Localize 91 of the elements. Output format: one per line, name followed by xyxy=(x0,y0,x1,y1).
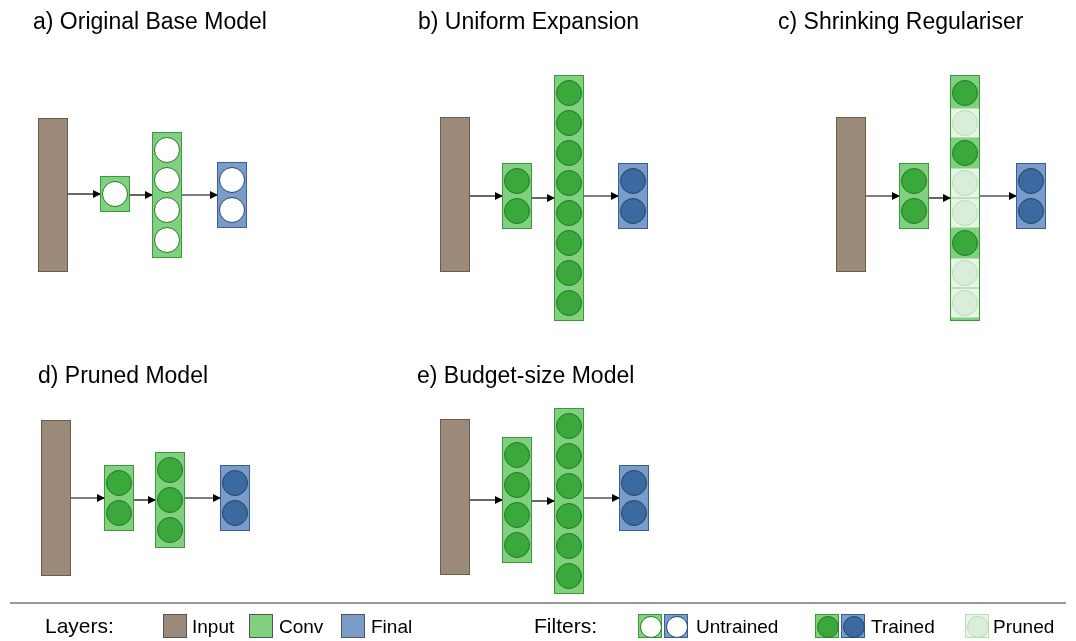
untrained-filter-circle xyxy=(219,167,245,193)
legend-label: Final xyxy=(371,616,413,638)
trained-filter-circle xyxy=(157,487,183,513)
input-layer-bar xyxy=(440,419,470,575)
untrained-filter-circle xyxy=(154,197,180,223)
trained-filter-circle xyxy=(556,260,582,286)
trained-filter-circle xyxy=(556,533,582,559)
arrow xyxy=(865,192,900,200)
conv-layer-bar xyxy=(554,408,584,594)
trained-filter-circle xyxy=(952,230,978,256)
panel-title: d) Pruned Model xyxy=(38,362,209,389)
trained-filter-circle xyxy=(556,80,582,106)
legend-label: Conv xyxy=(279,616,324,638)
conv-layer-bar xyxy=(502,437,532,563)
trained-filter-circle xyxy=(901,198,927,224)
legend-label: Input xyxy=(192,616,235,638)
final-layer-bar xyxy=(618,163,648,229)
untrained-filter-circle xyxy=(219,197,245,223)
trained-filter-circle xyxy=(1018,168,1044,194)
final-layer-bar xyxy=(220,465,250,531)
trained-filter-circle xyxy=(106,470,132,496)
arrow xyxy=(469,192,503,200)
trained-filter-circle xyxy=(504,168,530,194)
trained-filter-circle xyxy=(504,198,530,224)
trained-filter-circle xyxy=(504,502,530,528)
trained-filter-circle xyxy=(901,168,927,194)
conv-layer-bar xyxy=(950,75,980,321)
conv-layer-bar xyxy=(152,132,182,258)
untrained-filter-circle xyxy=(154,137,180,163)
trained-filter-circle xyxy=(556,473,582,499)
trained-filter-circle xyxy=(620,168,646,194)
trained-filter-circle xyxy=(504,532,530,558)
trained-filter-circle xyxy=(556,503,582,529)
arrow xyxy=(531,497,555,505)
panel-title: e) Budget-size Model xyxy=(417,362,635,389)
arrow xyxy=(583,494,620,502)
input-layer-bar xyxy=(41,420,71,576)
arrow xyxy=(67,190,101,198)
trained-filter-circle xyxy=(157,517,183,543)
trained-filter-circle xyxy=(620,198,646,224)
trained-filter-circle xyxy=(952,140,978,166)
trained-filter-circle xyxy=(556,290,582,316)
input-layer-bar xyxy=(836,117,866,272)
final-layer-bar xyxy=(1016,163,1046,229)
arrow xyxy=(133,496,156,504)
untrained-filter-circle xyxy=(154,167,180,193)
legend-label: Pruned xyxy=(993,616,1055,638)
trained-filter-circle xyxy=(556,170,582,196)
arrow xyxy=(129,191,153,199)
trained-filter-circle xyxy=(222,500,248,526)
trained-filter-circle xyxy=(504,442,530,468)
panel-title: b) Uniform Expansion xyxy=(418,8,640,35)
legend-heading: Layers: xyxy=(45,614,114,638)
trained-filter-circle xyxy=(556,443,582,469)
trained-filter-circle xyxy=(952,80,978,106)
trained-filter-circle xyxy=(504,472,530,498)
trained-filter-circle xyxy=(556,110,582,136)
trained-filter-circle xyxy=(621,470,647,496)
trained-filter-circle xyxy=(556,230,582,256)
arrow xyxy=(928,194,951,202)
trained-filter-circle xyxy=(556,140,582,166)
arrow xyxy=(70,494,105,502)
panel-title: a) Original Base Model xyxy=(33,8,267,35)
legend-heading: Filters: xyxy=(534,614,597,638)
trained-filter-circle xyxy=(222,470,248,496)
conv-layer-bar xyxy=(502,163,532,229)
final-layer-bar xyxy=(217,162,247,228)
trained-filter-circle xyxy=(621,500,647,526)
panel-title: c) Shrinking Regulariser xyxy=(778,8,1024,35)
arrow xyxy=(184,494,221,502)
arrow xyxy=(979,192,1017,200)
trained-filter-circle xyxy=(556,200,582,226)
input-layer-bar xyxy=(440,117,470,272)
arrow xyxy=(181,191,218,199)
trained-filter-circle xyxy=(556,563,582,589)
conv-layer-bar xyxy=(104,465,134,531)
trained-filter-circle xyxy=(1018,198,1044,224)
legend-label: Untrained xyxy=(696,616,779,638)
conv-layer-bar xyxy=(899,163,929,229)
trained-filter-circle xyxy=(157,457,183,483)
arrow xyxy=(469,496,503,504)
arrow xyxy=(531,194,555,202)
input-layer-bar xyxy=(38,118,68,272)
trained-filter-circle xyxy=(106,500,132,526)
final-layer-bar xyxy=(619,465,649,531)
conv-layer-bar xyxy=(554,75,584,321)
legend-label: Trained xyxy=(871,616,935,638)
arrow xyxy=(583,192,619,200)
untrained-filter-circle xyxy=(154,227,180,253)
trained-filter-circle xyxy=(556,413,582,439)
conv-layer-bar xyxy=(155,452,185,548)
